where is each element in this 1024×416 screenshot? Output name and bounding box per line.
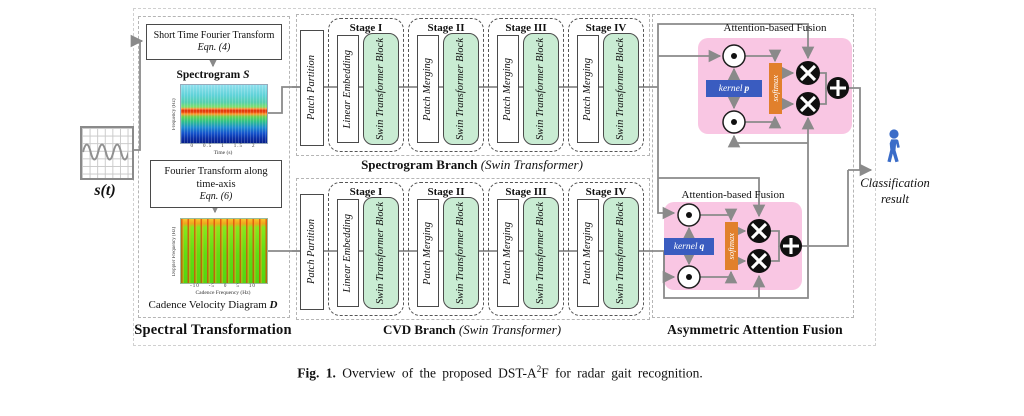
dot-product-icon — [677, 265, 701, 289]
figure-caption: Fig. 1. Overview of the proposed DST-A2F… — [297, 364, 703, 381]
stage-box: Stage III Patch Merging Swin Transformer… — [488, 182, 564, 316]
add-icon — [827, 77, 849, 99]
stage-label: Stage IV — [585, 22, 627, 34]
stage-label: Stage I — [349, 22, 383, 34]
spectral-transformation-label: Spectral Transformation — [134, 322, 292, 338]
stage-box: Stage I Linear Embedding Swin Transforme… — [328, 182, 404, 316]
swin-transformer-block: Swin Transformer Block — [523, 197, 559, 309]
dot-product-icon — [722, 110, 746, 134]
spectrogram-xlabel: Time (s) — [213, 150, 233, 156]
ft-eqn: Eqn. (6) — [199, 190, 233, 202]
spectral-transformation-box — [138, 16, 290, 318]
swin-transformer-block: Swin Transformer Block — [443, 197, 479, 309]
patch-merging-block: Patch Merging — [577, 35, 599, 143]
multiply-icon — [796, 61, 820, 85]
spectrogram-image — [180, 84, 268, 144]
stage-box: Stage II Patch Merging Swin Transformer … — [408, 18, 484, 152]
stage-box: Stage IV Patch Merging Swin Transformer … — [568, 18, 644, 152]
stage-label: Stage II — [427, 186, 465, 198]
asymmetric-attention-fusion-label: Asymmetric Attention Fusion — [667, 322, 843, 337]
stft-line1: Short Time Fourier Transform — [153, 29, 275, 41]
spectrogram-branch-box — [296, 14, 650, 156]
add-icon — [780, 235, 802, 257]
stft-box: Short Time Fourier Transform Eqn. (4) — [146, 24, 282, 60]
patch-merging-block: Patch Merging — [417, 35, 439, 143]
swin-transformer-block: Swin Transformer Block — [523, 33, 559, 145]
multiply-icon — [747, 219, 771, 243]
swin-transformer-block: Swin Transformer Block — [443, 33, 479, 145]
signal-label: s(t) — [94, 182, 116, 199]
multiply-icon — [796, 92, 820, 116]
cvd-ylabel: Doppler Frequency (Hz) — [172, 226, 177, 276]
person-icon — [887, 129, 900, 163]
patch-merging-block: Patch Merging — [497, 35, 519, 143]
stft-eqn: Eqn. (4) — [197, 42, 231, 53]
sine-wave-icon — [82, 143, 130, 161]
spectrogram-xticks: 0 0.5 1 1.5 2 — [190, 144, 256, 149]
cvd-branch-box — [296, 178, 650, 320]
cvd-xlabel: Cadence Frequency (Hz) — [195, 290, 251, 296]
stage-label: Stage IV — [585, 186, 627, 198]
dot-product-icon — [677, 203, 701, 227]
dot-product-icon — [722, 44, 746, 68]
asymmetric-attention-fusion-box — [652, 14, 854, 318]
linear-embedding-block: Linear Embedding — [337, 199, 359, 307]
cvd-branch-label: CVD Branch (Swin Transformer) — [382, 322, 562, 337]
ft-line2: time-axis — [196, 178, 236, 190]
patch-merging-block: Patch Merging — [497, 199, 519, 307]
spectrogram-title: Spectrogram S — [176, 69, 250, 81]
spectrogram-branch-label: Spectrogram Branch (Swin Transformer) — [361, 157, 583, 172]
ft-line1: Fourier Transform along — [164, 165, 268, 177]
multiply-icon — [747, 249, 771, 273]
patch-partition-block: Patch Partition — [300, 30, 324, 146]
softmax-box-bottom: softmax — [725, 222, 738, 270]
fourier-transform-box: Fourier Transform along time-axis Eqn. (… — [150, 160, 282, 208]
stage-label: Stage II — [427, 22, 465, 34]
softmax-box-top: softmax — [769, 63, 782, 114]
stage-box: Stage III Patch Merging Swin Transformer… — [488, 18, 564, 152]
spectrogram-ylabel: Frequency (Hz) — [172, 98, 177, 130]
stage-label: Stage III — [505, 22, 547, 34]
stage-box: Stage II Patch Merging Swin Transformer … — [408, 182, 484, 316]
radar-signal-icon — [80, 126, 134, 180]
swin-transformer-block: Swin Transformer Block — [363, 197, 399, 309]
patch-partition-block: Patch Partition — [300, 194, 324, 310]
cvd-image — [180, 218, 268, 284]
swin-transformer-block: Swin Transformer Block — [603, 197, 639, 309]
patch-merging-block: Patch Merging — [417, 199, 439, 307]
swin-transformer-block: Swin Transformer Block — [603, 33, 639, 145]
stage-label: Stage I — [349, 186, 383, 198]
cvd-title: Cadence Velocity Diagram D — [148, 299, 278, 311]
classification-result-label: Classification result — [860, 176, 930, 206]
linear-embedding-block: Linear Embedding — [337, 35, 359, 143]
cvd-xticks: -10 -5 0 5 10 — [190, 284, 256, 289]
attention-fusion-title-bottom: Attention-based Fusion — [681, 189, 785, 201]
attention-fusion-title-top: Attention-based Fusion — [723, 22, 827, 34]
stage-box: Stage I Linear Embedding Swin Transforme… — [328, 18, 404, 152]
patch-merging-block: Patch Merging — [577, 199, 599, 307]
stage-label: Stage III — [505, 186, 547, 198]
swin-transformer-block: Swin Transformer Block — [363, 33, 399, 145]
stage-box: Stage IV Patch Merging Swin Transformer … — [568, 182, 644, 316]
